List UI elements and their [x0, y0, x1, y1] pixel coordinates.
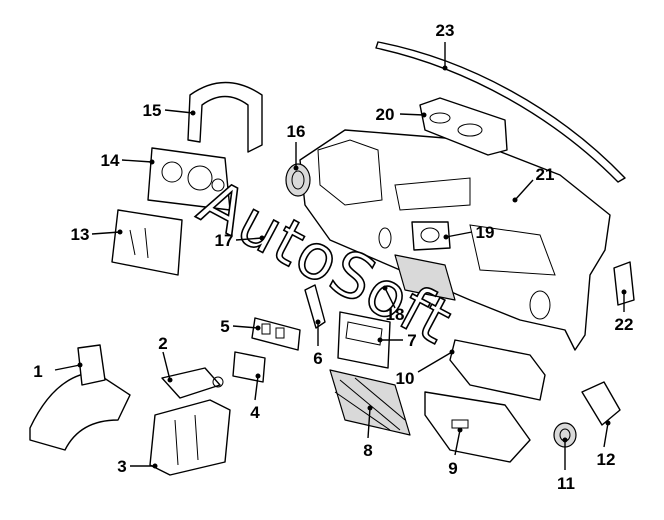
callout-5: 5: [220, 317, 229, 336]
part-8-storage-tray: [329, 369, 411, 436]
part-10-glove-box-housing: [449, 339, 546, 401]
part-20-vent-grille: [419, 97, 508, 156]
callout-22: 22: [615, 315, 634, 334]
callout-8: 8: [363, 441, 372, 460]
callout-10: 10: [396, 369, 415, 388]
part-23-trim-strip: [375, 41, 626, 183]
callout-6: 6: [313, 349, 322, 368]
part-3-console-body: [149, 399, 231, 476]
callout-4: 4: [250, 403, 260, 422]
part-21-dashboard: [299, 129, 611, 351]
callout-9: 9: [448, 459, 457, 478]
callout-16: 16: [287, 122, 306, 141]
part-22-end-cap: [613, 261, 635, 306]
part-6-side-trim: [304, 284, 326, 329]
part-4-control-unit: [232, 351, 266, 383]
callout-1: 1: [33, 362, 42, 381]
callout-21: 21: [536, 165, 555, 184]
part-14-instrument-cluster: [147, 147, 231, 211]
part-16-round-vent: [285, 163, 311, 197]
callout-14: 14: [101, 151, 120, 170]
callout-leaders: [54, 42, 627, 470]
part-19-center-vent: [411, 221, 451, 251]
callout-15: 15: [143, 101, 162, 120]
part-7-radio-bezel: [337, 311, 391, 369]
callout-7: 7: [407, 331, 416, 350]
callout-17: 17: [215, 231, 234, 250]
callout-labels: 1 2 3 4 5 6 7 8 9 10 11 12 13 14 15 16 1…: [33, 21, 633, 493]
callout-18: 18: [386, 305, 405, 324]
part-1-console-cover: [29, 344, 131, 451]
callout-11: 11: [557, 474, 575, 493]
callout-13: 13: [71, 225, 90, 244]
part-15-instrument-hood: [187, 81, 263, 153]
part-2-bracket: [161, 367, 224, 399]
part-5-switch-panel: [251, 317, 301, 351]
callout-3: 3: [117, 457, 126, 476]
part-13-cluster-lens: [111, 209, 183, 276]
part-9-glove-box-lid: [424, 391, 531, 463]
callout-12: 12: [597, 450, 616, 469]
callout-23: 23: [436, 21, 455, 40]
part-12-small-cover: [581, 381, 621, 426]
callout-20: 20: [376, 105, 395, 124]
callout-2: 2: [158, 334, 167, 353]
callout-19: 19: [476, 223, 495, 242]
